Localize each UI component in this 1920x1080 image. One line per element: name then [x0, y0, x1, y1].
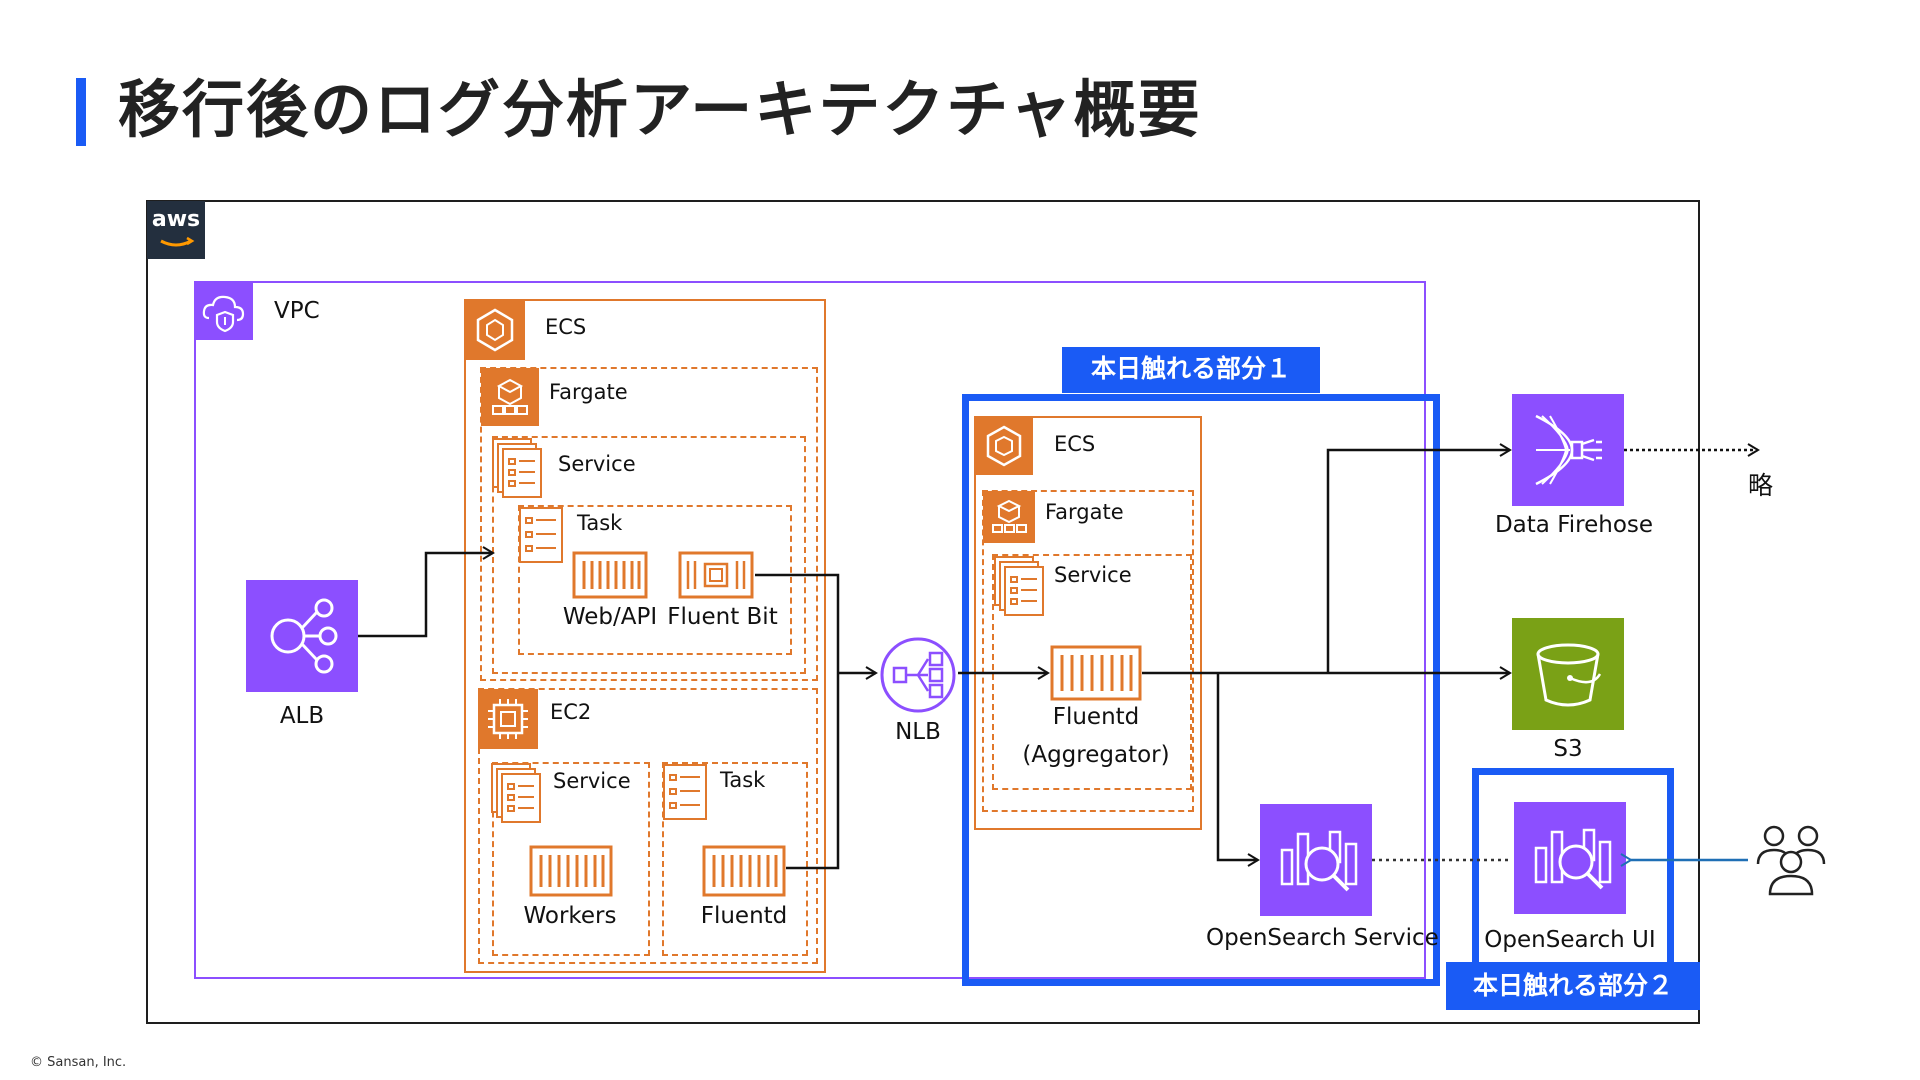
fargate-left-group — [480, 367, 818, 681]
ecs-left-label: ECS — [545, 315, 587, 339]
s3-label: S3 — [1553, 736, 1583, 762]
opensearch-service-icon — [1260, 804, 1372, 916]
fluentd-to-nlb-line — [786, 673, 840, 870]
container-icon — [572, 551, 648, 599]
web-api-label: Web/API — [562, 604, 658, 630]
fargate-task-label: Task — [577, 511, 623, 535]
fargate-icon — [983, 491, 1035, 543]
fargate-service-label: Service — [558, 452, 636, 476]
aggregator-service-label: Service — [1054, 563, 1132, 587]
aggregator-to-firehose-arrow — [1326, 443, 1512, 673]
ec2-task-label: Task — [720, 768, 766, 792]
fluent-bit-label: Fluent Bit — [667, 604, 778, 630]
title-accent-bar — [76, 78, 86, 146]
ec2-task-group — [662, 762, 808, 956]
service-icon — [492, 438, 542, 498]
ecs-left-group — [464, 299, 826, 973]
task-icon — [519, 507, 563, 563]
service-icon — [994, 556, 1044, 616]
ec2-label: EC2 — [550, 700, 592, 724]
opensearch-ui-icon — [1514, 802, 1626, 914]
aws-cloud-frame — [146, 200, 1700, 1024]
fargate-task-group — [518, 505, 792, 655]
service-icon — [491, 763, 541, 823]
alb-icon — [246, 580, 358, 692]
container-icon — [702, 845, 786, 897]
workers-label: Workers — [523, 903, 617, 929]
vpc-group — [194, 281, 1426, 979]
fluentd-task-label: Fluentd — [700, 903, 788, 929]
vpc-label: VPC — [274, 298, 320, 324]
omitted-label: 略 — [1748, 471, 1774, 500]
task-icon — [663, 764, 707, 820]
ecs-icon — [975, 417, 1033, 475]
highlight-1-tag: 本日触れる部分１ — [1062, 347, 1320, 393]
fluentd-aggregator-label-2: (Aggregator) — [1022, 742, 1170, 768]
vpc-cloud-icon — [195, 282, 253, 340]
ecs-right-group — [974, 416, 1202, 830]
aws-logo-icon: aws — [147, 201, 205, 259]
aws-smile-icon — [160, 236, 195, 247]
footer-copyright: © Sansan, Inc. — [30, 1055, 127, 1070]
ec2-chip-icon — [478, 689, 538, 749]
fargate-icon — [481, 368, 539, 426]
alb-to-service-arrow — [358, 546, 495, 638]
ec2-service-label: Service — [553, 769, 631, 793]
highlight-2-tag: 本日触れる部分２ — [1446, 962, 1700, 1010]
fluentbit-to-nlb-line — [755, 573, 840, 673]
data-firehose-label: Data Firehose — [1494, 512, 1654, 538]
ec2-service-group — [492, 762, 650, 956]
opensearch-service-label: OpenSearch Service — [1206, 925, 1439, 951]
fargate-right-group — [982, 490, 1194, 812]
nlb-label: NLB — [895, 719, 941, 745]
ec2-group — [478, 688, 818, 964]
fluentd-aggregator-label-1: Fluentd — [1052, 704, 1140, 730]
nlb-icon — [880, 637, 956, 713]
aws-logo-text: aws — [151, 207, 201, 232]
container-icon — [1050, 645, 1142, 701]
opensearch-ui-label: OpenSearch UI — [1484, 927, 1656, 953]
s3-bucket-icon — [1512, 618, 1624, 730]
aggregator-to-opensearch-arrow — [1216, 673, 1260, 867]
container-icon — [529, 845, 613, 897]
ecs-right-label: ECS — [1054, 432, 1096, 456]
ecs-icon — [465, 300, 525, 360]
fargate-left-label: Fargate — [549, 380, 628, 404]
page-title: 移行後のログ分析アーキテクチャ概要 — [118, 73, 1202, 146]
chip-container-icon — [678, 551, 754, 599]
users-icon — [1756, 825, 1826, 896]
highlight-region-1 — [962, 394, 1440, 986]
alb-label: ALB — [279, 703, 325, 729]
fargate-right-label: Fargate — [1045, 500, 1124, 524]
data-firehose-icon — [1512, 394, 1624, 506]
